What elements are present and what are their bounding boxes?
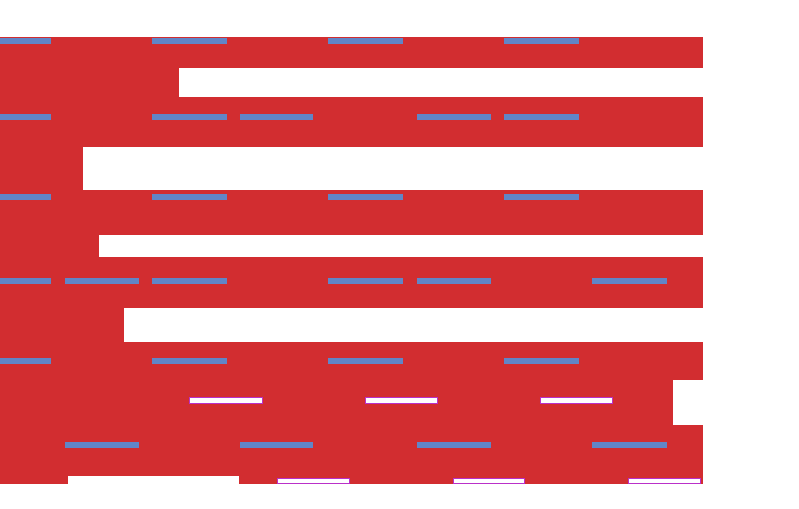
link-underline-bar[interactable]	[417, 442, 491, 448]
link-underline-bar[interactable]	[592, 442, 667, 448]
link-underline-bar[interactable]	[328, 194, 403, 200]
visited-link-underline-bar[interactable]	[277, 478, 350, 484]
link-underline-bar[interactable]	[417, 114, 491, 120]
link-underline-bar[interactable]	[65, 442, 139, 448]
visited-link-underline-bar[interactable]	[189, 397, 263, 404]
link-underline-bar[interactable]	[328, 278, 403, 284]
link-underline-bar[interactable]	[152, 194, 227, 200]
link-underline-bar[interactable]	[0, 38, 51, 44]
visited-link-underline-bar[interactable]	[540, 397, 613, 404]
redacted-text-block	[0, 425, 703, 476]
link-underline-bar[interactable]	[0, 358, 51, 364]
visited-link-underline-bar[interactable]	[453, 478, 525, 484]
link-underline-bar[interactable]	[0, 194, 51, 200]
link-underline-bar[interactable]	[504, 358, 579, 364]
redacted-text-block	[0, 147, 83, 190]
link-underline-bar[interactable]	[65, 278, 139, 284]
redacted-text-block	[0, 97, 703, 147]
link-underline-bar[interactable]	[328, 358, 403, 364]
redacted-text-block	[0, 476, 68, 484]
link-underline-bar[interactable]	[504, 114, 579, 120]
link-underline-bar[interactable]	[328, 38, 403, 44]
link-underline-bar[interactable]	[152, 114, 227, 120]
link-underline-bar[interactable]	[152, 358, 227, 364]
link-underline-bar[interactable]	[152, 278, 227, 284]
visited-link-underline-bar[interactable]	[365, 397, 438, 404]
link-underline-bar[interactable]	[0, 114, 51, 120]
link-underline-bar[interactable]	[592, 278, 667, 284]
visited-link-underline-bar[interactable]	[628, 478, 701, 484]
redacted-text-block	[0, 308, 124, 342]
link-underline-bar[interactable]	[504, 194, 579, 200]
link-underline-bar[interactable]	[0, 278, 51, 284]
link-underline-bar[interactable]	[417, 278, 491, 284]
link-underline-bar[interactable]	[240, 114, 313, 120]
redacted-text-block	[0, 235, 99, 257]
link-underline-bar[interactable]	[152, 38, 227, 44]
redacted-text-block	[0, 68, 179, 97]
link-underline-bar[interactable]	[240, 442, 313, 448]
link-underline-bar[interactable]	[504, 38, 579, 44]
